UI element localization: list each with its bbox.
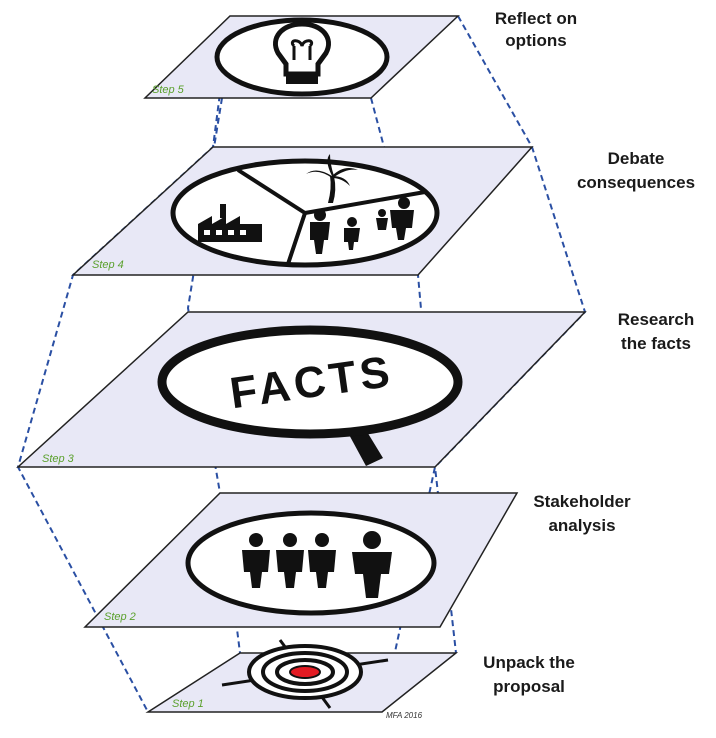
step-4-label: Step 4 (92, 259, 124, 271)
target-icon (221, 639, 389, 709)
step-4-title-line-1: Debate (608, 149, 665, 168)
step-4-title-line-2: consequences (577, 173, 695, 192)
step-titles: Reflect on options Debate consequences R… (483, 9, 695, 696)
step-5-title-line-1: Reflect on (495, 9, 577, 28)
step-5-label: Step 5 (152, 84, 185, 96)
step-1-title-line-2: proposal (493, 677, 565, 696)
magnifier-facts-icon: FACTS (157, 325, 463, 466)
step-5-title-line-2: options (505, 31, 566, 50)
step-3-title-line-1: Research (618, 310, 695, 329)
step-2-title-line-1: Stakeholder (533, 492, 631, 511)
palm-tree-icon (306, 154, 358, 203)
step-3-title-line-2: the facts (621, 334, 691, 353)
plane-step-2: Step 2 (83, 492, 519, 628)
factory-icon (198, 204, 262, 242)
consequences-pie-icon (170, 154, 440, 268)
credit-text: MFA 2016 (386, 711, 423, 720)
step-3-label: Step 3 (42, 453, 75, 465)
plane-step-5: Step 5 (143, 15, 460, 99)
people-icon (310, 197, 414, 254)
lightbulb-icon (214, 17, 390, 97)
plane-step-4: Step 4 (71, 146, 534, 276)
step-1-label: Step 1 (172, 698, 204, 710)
stakeholders-icon (185, 510, 437, 616)
step-2-label: Step 2 (104, 611, 136, 623)
plane-step-1: Step 1 (145, 639, 459, 713)
step-2-title-line-2: analysis (548, 516, 615, 535)
plane-step-3: FACTS Step 3 (16, 311, 587, 468)
step-1-title-line-1: Unpack the (483, 653, 575, 672)
